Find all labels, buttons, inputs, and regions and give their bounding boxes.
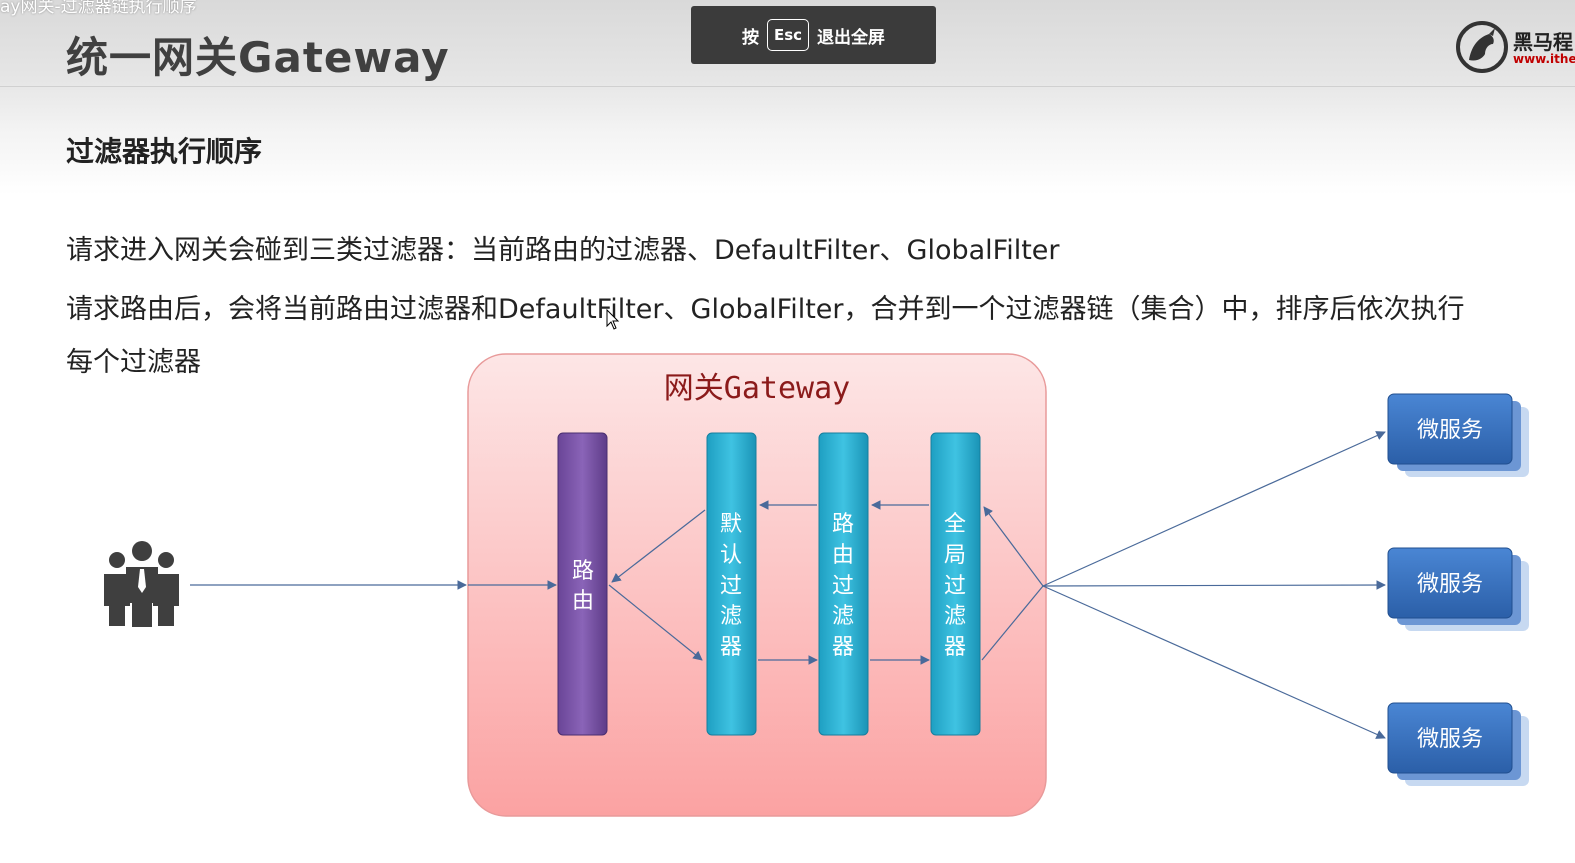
- filter-char: 路: [832, 512, 854, 537]
- default-filter-node: 默 认 过 滤 器: [706, 432, 757, 736]
- video-title: ay网关-过滤器链执行顺序: [0, 0, 197, 17]
- esc-key-icon: Esc: [766, 19, 810, 51]
- filter-char: 全: [944, 512, 966, 537]
- horse-logo-icon: [1456, 21, 1508, 73]
- filter-char: 局: [944, 543, 966, 568]
- paragraph-line-3: 每个过滤器: [66, 347, 201, 378]
- route-char: 路: [572, 559, 594, 584]
- service-box-1: 微服务: [1387, 393, 1529, 477]
- toast-prefix: 按: [741, 27, 759, 48]
- service-label: 微服务: [1417, 727, 1483, 752]
- logo-url: www.ithe: [1513, 52, 1575, 66]
- filter-char: 过: [720, 574, 742, 599]
- brand-logo: 黑马程 www.ithe: [1455, 20, 1575, 76]
- logo-text: 黑马程: [1513, 30, 1573, 54]
- toast-suffix: 退出全屏: [817, 27, 886, 48]
- global-filter-node: 全 局 过 滤 器: [930, 432, 981, 736]
- filter-char: 滤: [832, 604, 854, 629]
- header-divider: [0, 86, 1575, 87]
- flow-arrows: [190, 431, 1386, 739]
- arrow-global-to-exit: [981, 585, 1044, 661]
- route-filter-node: 路 由 过 滤 器: [818, 432, 869, 736]
- route-node: 路 由: [557, 432, 608, 736]
- gateway-title: 网关Gateway: [664, 371, 850, 406]
- arrow-default-to-route-back: [611, 509, 706, 583]
- filter-char: 认: [720, 543, 742, 568]
- service-label: 微服务: [1417, 418, 1483, 443]
- route-char: 由: [572, 589, 594, 614]
- filter-char: 器: [944, 635, 966, 660]
- arrow-route-to-default: [608, 584, 703, 661]
- filter-char: 滤: [944, 604, 966, 629]
- arrow-to-service-3: [1042, 585, 1386, 739]
- service-box-3: 微服务: [1387, 702, 1529, 786]
- filter-char: 器: [720, 635, 742, 660]
- fullscreen-toast: 按 Esc 退出全屏: [691, 6, 936, 64]
- section-subtitle: 过滤器执行顺序: [66, 135, 263, 168]
- users-icon: [104, 541, 179, 627]
- arrow-to-service-1: [1042, 431, 1386, 587]
- service-label: 微服务: [1417, 572, 1483, 597]
- paragraph-line-2: 请求路由后，会将当前路由过滤器和DefaultFilter、GlobalFilt…: [66, 294, 1465, 325]
- filter-char: 器: [832, 635, 854, 660]
- service-box-2: 微服务: [1387, 547, 1529, 631]
- filter-char: 过: [832, 574, 854, 599]
- mouse-cursor-icon: [606, 308, 620, 330]
- page-title: 统一网关Gateway: [66, 33, 450, 82]
- filter-char: 默: [720, 512, 742, 537]
- filter-char: 由: [832, 543, 854, 568]
- paragraph-line-1: 请求进入网关会碰到三类过滤器：当前路由的过滤器、DefaultFilter、Gl…: [66, 235, 1060, 266]
- arrow-return-to-global: [983, 506, 1044, 587]
- filter-char: 滤: [720, 604, 742, 629]
- filter-char: 过: [944, 574, 966, 599]
- arrow-to-service-2: [1042, 580, 1386, 590]
